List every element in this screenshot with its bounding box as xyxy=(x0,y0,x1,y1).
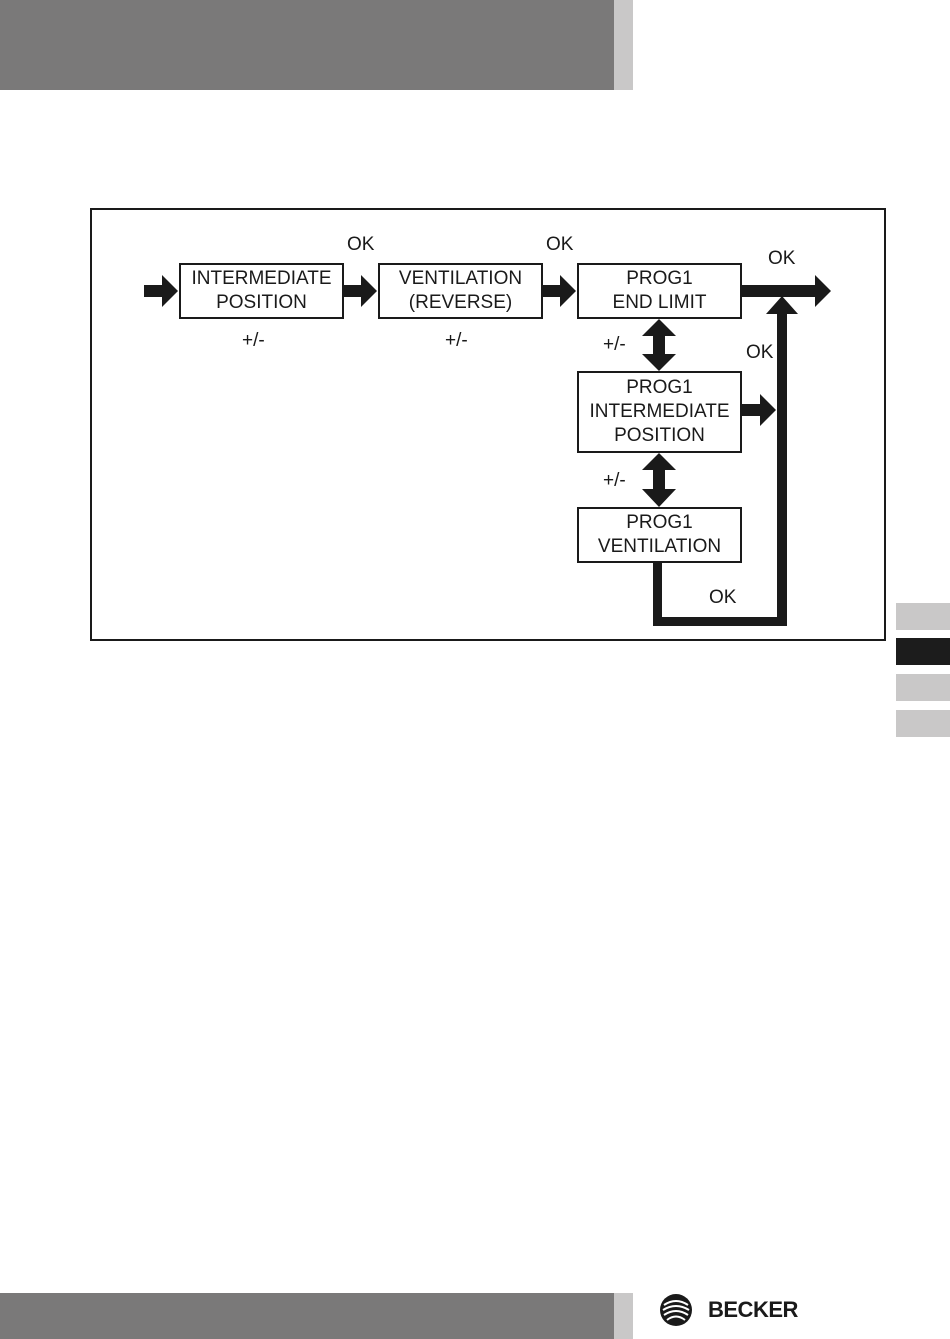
label-ok-2: OK xyxy=(546,234,573,256)
node-line: INTERMEDIATE xyxy=(589,400,729,424)
node-line: INTERMEDIATE xyxy=(191,267,331,291)
line-bottom-return xyxy=(653,617,787,626)
arrow-intermediate-to-ventilation xyxy=(343,275,377,307)
node-prog1-intermediate-position: PROG1 INTERMEDIATE POSITION xyxy=(577,371,742,453)
arrow-bidirectional-1 xyxy=(642,319,676,371)
label-ok-exit: OK xyxy=(768,248,795,270)
brand-logo: BECKER xyxy=(658,1293,798,1327)
label-ok-intermediate: OK xyxy=(746,342,773,364)
label-plus-minus-3: +/- xyxy=(603,334,626,356)
label-plus-minus-2: +/- xyxy=(445,330,468,352)
node-line: (REVERSE) xyxy=(409,291,512,315)
line-ventilation-down xyxy=(653,562,662,626)
arrow-bidirectional-2 xyxy=(642,453,676,507)
node-line: VENTILATION xyxy=(399,267,522,291)
footer-bar xyxy=(0,1293,614,1339)
node-line: PROG1 xyxy=(626,511,693,535)
becker-logo-icon xyxy=(658,1293,694,1327)
node-line: PROG1 xyxy=(626,376,693,400)
label-plus-minus-4: +/- xyxy=(603,470,626,492)
node-line: END LIMIT xyxy=(613,291,707,315)
arrow-ventilation-to-prog1 xyxy=(542,275,576,307)
node-line: POSITION xyxy=(614,424,705,448)
brand-name: BECKER xyxy=(708,1297,798,1323)
label-ok-1: OK xyxy=(347,234,374,256)
footer-bar-accent xyxy=(614,1293,633,1339)
arrow-entry xyxy=(144,275,178,307)
node-line: POSITION xyxy=(216,291,307,315)
node-line: VENTILATION xyxy=(598,535,721,559)
node-prog1-ventilation: PROG1 VENTILATION xyxy=(577,507,742,563)
label-plus-minus-1: +/- xyxy=(242,330,265,352)
node-line: PROG1 xyxy=(626,267,693,291)
node-prog1-end-limit: PROG1 END LIMIT xyxy=(577,263,742,319)
label-ok-bottom: OK xyxy=(709,587,736,609)
node-intermediate-position: INTERMEDIATE POSITION xyxy=(179,263,344,319)
node-ventilation-reverse: VENTILATION (REVERSE) xyxy=(378,263,543,319)
arrow-inter-to-return xyxy=(741,394,776,426)
